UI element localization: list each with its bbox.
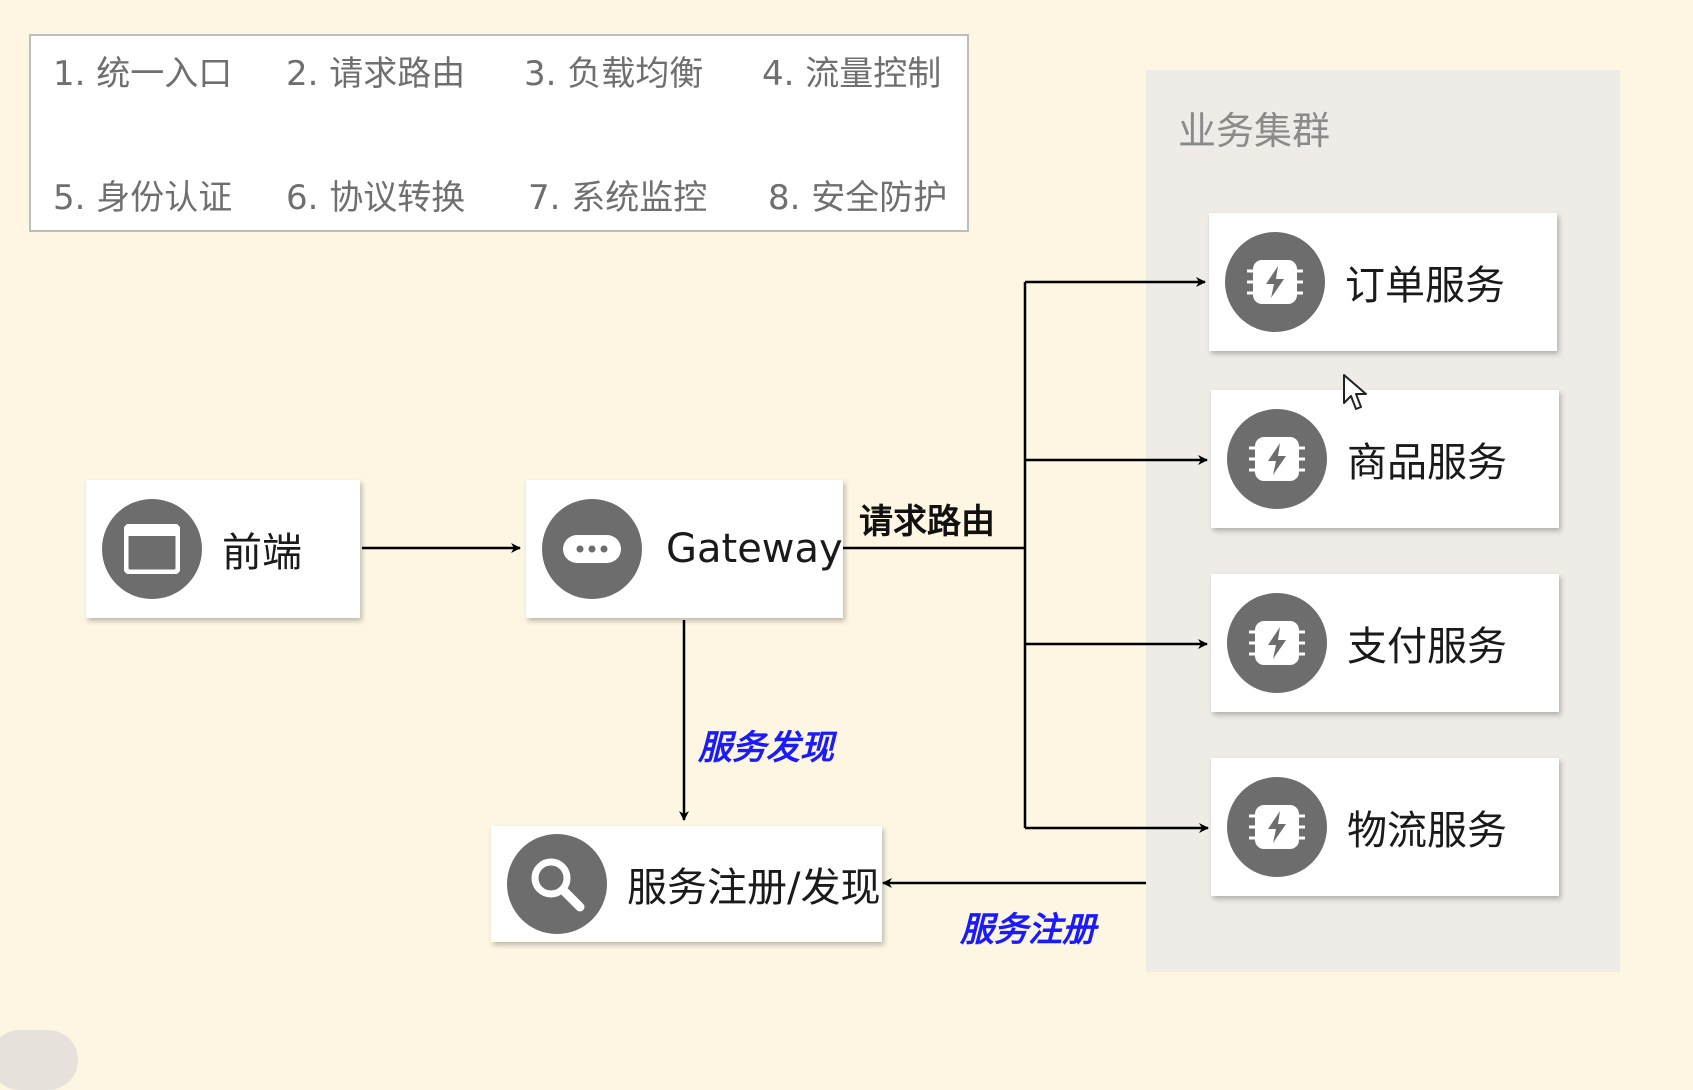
cluster-label: 业务集群 [1178, 109, 1331, 153]
service-label: 订单服务 [1345, 263, 1505, 309]
connector-lines [362, 277, 1209, 888]
feature-item: 6. 协议转换 [286, 178, 466, 218]
service-label: 支付服务 [1347, 624, 1507, 670]
ellipsis-icon [542, 499, 642, 599]
service-node-order[interactable]: 订单服务 [1209, 213, 1557, 351]
feature-item: 3. 负载均衡 [524, 54, 704, 94]
edge-label-discovery: 服务发现 [698, 728, 834, 768]
feature-item: 4. 流量控制 [762, 54, 942, 94]
service-label: 物流服务 [1347, 808, 1507, 854]
gateway-label: Gateway [666, 526, 843, 572]
lightning-chip-icon [1227, 593, 1327, 693]
frontend-label: 前端 [222, 530, 302, 576]
feature-item: 2. 请求路由 [286, 54, 466, 94]
feature-list-box: 1. 统一入口 2. 请求路由 3. 负载均衡 4. 流量控制 5. 身份认证 … [29, 34, 969, 232]
service-label: 商品服务 [1347, 440, 1507, 486]
lightning-chip-icon [1227, 777, 1327, 877]
service-node-product[interactable]: 商品服务 [1211, 390, 1559, 528]
registry-node[interactable]: 服务注册/发现 [491, 826, 882, 942]
edge-label-routing: 请求路由 [859, 502, 995, 542]
registry-label: 服务注册/发现 [627, 865, 881, 911]
frontend-node[interactable]: 前端 [86, 480, 360, 618]
lightning-chip-icon [1225, 232, 1325, 332]
feature-item: 5. 身份认证 [53, 178, 233, 218]
edge-label-register: 服务注册 [960, 910, 1096, 950]
cursor-icon [1343, 374, 1367, 410]
feature-item: 1. 统一入口 [53, 54, 233, 94]
feature-item: 8. 安全防护 [768, 178, 948, 218]
service-node-payment[interactable]: 支付服务 [1211, 574, 1559, 712]
browser-window-icon [102, 499, 202, 599]
corner-tab[interactable] [0, 1030, 78, 1090]
feature-item: 7. 系统监控 [528, 178, 708, 218]
service-node-logistics[interactable]: 物流服务 [1211, 758, 1559, 896]
lightning-chip-icon [1227, 409, 1327, 509]
search-icon [507, 834, 607, 934]
gateway-node[interactable]: Gateway [526, 480, 843, 618]
